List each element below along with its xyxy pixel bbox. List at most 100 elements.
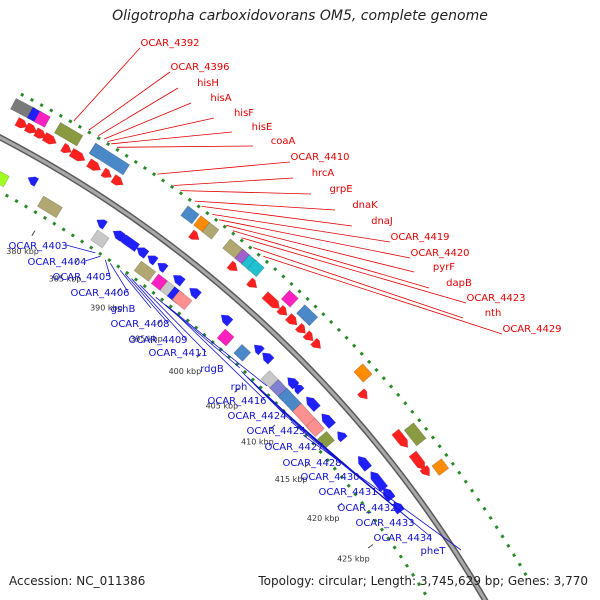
reverse-callout-line [155, 296, 241, 369]
backbone-highlight [0, 135, 487, 600]
reverse-feature-block [305, 417, 325, 438]
forward-feature-block [431, 458, 450, 476]
reverse-gene-label: OCAR_4411 [148, 348, 207, 359]
reverse-callout-line [139, 284, 207, 353]
forward-callout-line [263, 255, 503, 335]
reverse-feature-block [90, 229, 110, 249]
reverse-gene-arrow [293, 383, 305, 395]
reverse-gene-label: OCAR_4404 [27, 257, 86, 268]
forward-callout-line [194, 200, 336, 211]
reverse-gene-label: gshB [111, 304, 136, 315]
scale-tick-label: 425 kbp [337, 555, 370, 564]
feature-blocks [0, 97, 450, 515]
reverse-gene-label: OCAR_4409 [128, 335, 187, 346]
reverse-gene-label: OCAR_4425 [246, 426, 305, 437]
scale-tick [234, 387, 240, 393]
reverse-callout-line [65, 244, 96, 254]
forward-gene-label: hisF [234, 108, 254, 119]
reverse-gene-arrow [370, 471, 389, 492]
forward-gene-arrow [14, 117, 28, 129]
scale-tick-label: 410 kbp [241, 437, 274, 446]
reverse-gene-label: OCAR_4416 [207, 396, 266, 407]
forward-gene-label: grpE [329, 184, 352, 195]
scale-tick [304, 462, 310, 468]
backbone-line [0, 134, 489, 600]
forward-callout-line [219, 219, 411, 259]
reverse-callout-line [303, 434, 462, 551]
reverse-gene-arrow [220, 314, 234, 327]
forward-feature-block [280, 289, 299, 308]
scale-tick-label: 415 kbp [275, 475, 308, 484]
reverse-callout-line [109, 263, 129, 293]
forward-gene-label: dnaK [352, 200, 378, 211]
reverse-gene-arrow [321, 413, 337, 430]
forward-gene-label: dnaJ [371, 216, 393, 227]
scale-tick [337, 502, 343, 508]
scale-tick [157, 319, 162, 325]
forward-gene-label: hisA [210, 93, 231, 104]
reverse-gene-arrow [262, 352, 275, 365]
reverse-gene-arrow [96, 219, 108, 230]
forward-feature-block [246, 259, 265, 278]
reverse-gene-arrow [357, 455, 373, 472]
reverse-gene-arrow [172, 275, 186, 287]
reverse-gene-label: OCAR_4431 [318, 487, 377, 498]
reverse-gene-label: rph [231, 382, 248, 393]
forward-gene-arrow [408, 450, 426, 470]
forward-callout-line [232, 230, 430, 289]
accession-text: Accession: NC_011386 [9, 574, 146, 588]
scale-tick [116, 287, 122, 294]
scale-tick-label: 385 kbp [49, 274, 82, 283]
track-outer [20, 92, 531, 582]
scale-tick [31, 230, 36, 236]
forward-gene-arrow [86, 158, 101, 171]
forward-feature-block [201, 221, 220, 240]
forward-feature-block [296, 304, 319, 327]
reverse-gene-arrow [27, 176, 40, 187]
reverse-gene-arrow [157, 262, 169, 274]
forward-gene-arrow [419, 464, 430, 477]
forward-gene-label: OCAR_4396 [170, 62, 229, 73]
forward-feature-block [53, 122, 84, 147]
forward-gene-label: hrcA [312, 168, 335, 179]
reverse-gene-label: OCAR_4433 [355, 518, 414, 529]
forward-gene-arrow [23, 122, 38, 134]
forward-feature-block [33, 110, 51, 128]
reverse-feature-block [216, 328, 235, 347]
reverse-callout-line [131, 278, 187, 340]
forward-gene-arrow [100, 167, 112, 178]
forward-callout-line [111, 131, 233, 145]
reverse-gene-label: OCAR_4432 [337, 503, 396, 514]
reverse-feature-block [0, 171, 10, 188]
scale-tick [270, 424, 276, 430]
reverse-gene-label: OCAR_4428 [282, 458, 341, 469]
scale-tick-label: 400 kbp [169, 367, 202, 376]
reverse-gene-label: OCAR_4424 [227, 411, 286, 422]
scale-tick-label: 390 kbp [90, 303, 123, 312]
forward-callout-line [157, 161, 291, 175]
forward-callout-line [253, 247, 464, 319]
forward-gene-label: OCAR_4419 [390, 232, 449, 243]
forward-gene-label: OCAR_4420 [410, 248, 469, 259]
forward-gene-arrow [246, 277, 258, 288]
scale-tick-label: 380 kbp [6, 247, 39, 256]
reverse-gene-label: OCAR_4405 [52, 272, 111, 283]
genome-backbone [0, 134, 489, 600]
forward-callout-line [180, 190, 312, 195]
forward-gene-label: OCAR_4410 [290, 152, 349, 163]
forward-gene-arrow [310, 337, 322, 349]
forward-callout-line [241, 237, 467, 304]
forward-gene-label: nth [485, 308, 502, 319]
forward-callout-line [88, 71, 171, 131]
reverse-gene-label: pheT [421, 546, 447, 557]
forward-gene-label: OCAR_4392 [140, 38, 199, 49]
reverse-callout-line [290, 421, 432, 538]
forward-callout-line [173, 177, 294, 186]
reverse-feature-block [233, 343, 252, 362]
scale-tick-label: 405 kbp [206, 401, 239, 410]
reverse-feature-block [36, 195, 63, 219]
forward-callout-line [201, 206, 353, 227]
scale-tick [196, 352, 202, 358]
reverse-feature-block [171, 290, 193, 311]
